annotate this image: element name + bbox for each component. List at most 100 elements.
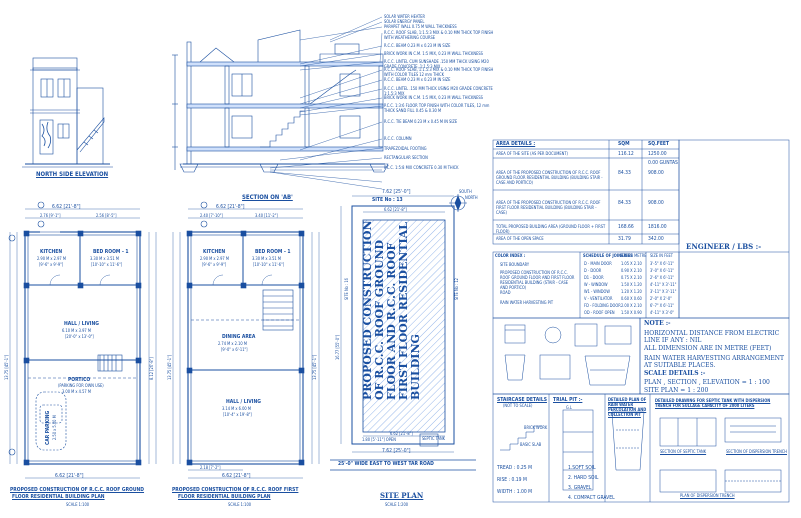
dim-top-first-2: 3.40 [11'-2"] <box>255 213 278 218</box>
area-row-sqm: 84.33 <box>618 170 631 176</box>
joinery-row-feet: 4'-11" X 3'-0" <box>650 310 675 315</box>
first-plan-scale: SCALE 1:100 <box>228 502 252 507</box>
dim-top-first-1: 2.40 [7'-10"] <box>200 213 223 218</box>
car-parking-size: 2.50 x 5.00 M <box>52 415 57 440</box>
site-side-label2: SITE No : 12 <box>454 278 459 300</box>
area-row-sqft: 908.00 <box>648 170 664 176</box>
area-row-sqft: 1816.00 <box>648 224 667 230</box>
dim-side-first: 13.75 [45'-1"] <box>167 354 172 380</box>
site-dim-top: 7.62 [25'-0"] <box>382 189 411 195</box>
joinery-row-feet: 2'-0" X 2'-0" <box>650 296 672 301</box>
engineer-block <box>678 139 790 319</box>
north-elevation-drawing <box>22 57 113 168</box>
section-ab-drawing <box>172 16 389 190</box>
site-dim-side: 16.77 [55'-0"] <box>335 334 340 360</box>
trial-layer-4: 4. COMPACT GRAVEL <box>568 495 615 501</box>
area-header-label: AREA DETAILS : <box>496 141 536 147</box>
room-kitchen-ft: [9'-6" x 9'-9"] <box>39 262 64 267</box>
ground-plan-scale: SCALE 1:100 <box>66 502 90 507</box>
site-dim-bottom2: 6.62 [21'-8"] <box>390 431 413 436</box>
septic-title: DETAILED DRAWING FOR SEPTIC TANK WITH DI… <box>655 398 771 408</box>
f-room-hall-size: 3.14 M x 6.00 M <box>222 406 251 411</box>
scale-line-1: PLAN , SECTION , ELEVATION = 1 : 100 <box>644 379 770 386</box>
site-side-label: SITE No : 16 <box>344 278 349 300</box>
section-note: P.C.C. 1:5:8 MIX CONCRETE 0.30 M THICK <box>384 165 459 170</box>
section-note: BRICK WORK IN C.M. 1:5 MIX, 0.23 M WALL … <box>384 51 483 56</box>
area-header-sqft: SQ.FEET <box>648 141 670 147</box>
first-plan-title-1: PROPOSED CONSTRUCTION OF R.C.C. ROOF FIR… <box>172 487 299 493</box>
joinery-row-type: W1 - WINDOW <box>584 289 610 294</box>
area-row-sqm: 84.33 <box>618 200 631 206</box>
f-room-dining-size: 2.74 M x 2.10 M <box>218 341 247 346</box>
car-parking-label: CAR PARKING <box>45 410 51 445</box>
area-row-label: AREA OF THE PROPOSED CONSTRUCTION OF R.C… <box>496 170 603 185</box>
area-header-sqm: SQM <box>618 141 630 147</box>
joinery-row-feet: 3'-0" X 6'-11" <box>650 268 675 273</box>
section-note: BRICK WORK IN C.M. 1:5 MIX, 0.23 M WALL … <box>384 95 483 100</box>
dim-bottom-ground: 6.62 [21'-8"] <box>55 473 84 479</box>
site-plan-scale: SCALE 1:200 <box>385 502 409 507</box>
section-note: R.C.C. ROOF SLAB, 1:1.5:3 MIX & 0.10 MM … <box>384 30 494 40</box>
joinery-row-metre: 0.90 X 2.10 <box>621 268 642 273</box>
site-plan-title: SITE PLAN <box>380 491 424 500</box>
room-hall-ft: [20'-0" x 13'-0"] <box>65 334 94 339</box>
room-bed1-size: 3.30 M x 3.51 M <box>90 256 119 261</box>
f-room-kitchen-ft: [9'-6" x 9'-9"] <box>202 262 227 267</box>
stair-width: WIDTH : 1.00 M <box>497 489 533 495</box>
dim-bottom-first-2: 6.62 [21'-8"] <box>222 473 251 479</box>
dim-top-ground-2: 2.56 [8'-5"] <box>96 213 117 218</box>
joinery-row-feet: 4'-11" X 3'-11" <box>650 282 677 287</box>
trial-pit-gl: G.L <box>566 405 572 410</box>
joinery-row-metre: 0.60 X 0.60 <box>621 296 642 301</box>
joinery-title: SCHEDULE OF JOINERIES <box>583 253 633 258</box>
room-kitchen-size: 2.90 M x 2.97 M <box>37 256 66 261</box>
section-note: R.C.C. LINTEL CUM SUNSHADE .150 MM THICK… <box>384 59 489 69</box>
ground-floor-plan-drawing <box>8 201 157 479</box>
road-label: 25'-0" WIDE EAST TO WEST TAR ROAD <box>338 461 434 467</box>
north-elevation-title: NORTH SIDE ELEVATION <box>36 171 109 178</box>
staircase-title: STAIRCASE DETAILS <box>497 397 547 403</box>
color-index-item: PROPOSED CONSTRUCTION OF R.C.C. ROOF GRO… <box>500 270 575 290</box>
compass-north: NORTH <box>465 195 478 200</box>
staircase-slab: BASIC SLAB <box>520 442 542 447</box>
joinery-row-type: FD - FOLDING DOOR <box>584 303 621 308</box>
section-note: R.C.C. TIE BEAM 0.23 M x 0.45 M IN SIZE <box>384 119 458 124</box>
section-note: R.C.C. BEAM 0.23 M x 0.23 M IN SIZE <box>384 77 451 82</box>
room-hall-size: 6.10 M x 3.97 M <box>62 328 91 333</box>
note-line-1: HORIZONTAL DISTANCE FROM ELECTRIC LINE I… <box>644 330 780 344</box>
joinery-row-type: D1 - DOOR <box>584 275 604 280</box>
trial-layer-3: 3. GRAVEL <box>568 485 592 491</box>
color-index-title: COLOR INDEX : <box>495 253 526 258</box>
stair-tread: TREAD : 0.25 M <box>497 465 532 471</box>
note-line-3: RAIN WATER HARVESTING ARRANGEMENT AT SUI… <box>644 355 784 369</box>
joinery-row-type: D - MAIN DOOR <box>584 261 612 266</box>
f-room-hall-ft: [10'-4" x 19'-8"] <box>223 412 252 417</box>
joinery-row-type: W - WINDOW <box>584 282 608 287</box>
sec-septic-label: SECTION OF SEPTIC TANK <box>660 449 707 454</box>
joinery-row-metre: 1.50 X 1.20 <box>621 282 642 287</box>
joinery-row-type: D - DOOR <box>584 268 602 273</box>
f-room-bed1-size: 3.30 M x 3.51 M <box>252 256 281 261</box>
joinery-row-metre: 1.05 X 2.10 <box>621 261 642 266</box>
color-index-item: SITE BOUNDARY <box>500 262 530 267</box>
area-row-sqft: 0.00 GUNTAS <box>648 160 678 166</box>
first-plan-title-2: FLOOR RESIDENTIAL BUILDING PLAN <box>178 494 271 500</box>
joinery-row-metre: 1.20 X 1.20 <box>621 289 642 294</box>
f-room-dining-name: DINING AREA <box>222 334 256 340</box>
section-note: RECTANGULAR SECTION <box>384 155 428 160</box>
joinery-row-metre: 1.50 X 0.90 <box>621 310 642 315</box>
room-bed1-ft: [10'-10" x 11'-6"] <box>91 262 123 267</box>
f-room-bed1-ft: [10'-10" x 11'-6"] <box>253 262 285 267</box>
dim-side-ground: 13.75 [45'-1"] <box>4 354 9 380</box>
room-kitchen-name: KITCHEN <box>40 249 63 255</box>
section-note: TRAPEZOIDAL FOOTING <box>384 146 427 151</box>
area-row-sqft: 908.00 <box>648 200 664 206</box>
joinery-row-feet: 3'-11" X 3'-11" <box>650 289 677 294</box>
joinery-row-metre: 2.00 X 2.10 <box>621 303 642 308</box>
area-row-label: AREA OF THE OPEN SPACE <box>496 236 544 241</box>
room-bed1-name: BED ROOM - 1 <box>93 249 129 255</box>
bottom-detail-frame <box>492 393 790 503</box>
color-index-item: RAIN WATER HARVESTING PIT <box>500 300 554 305</box>
section-note: PARAPET WALL 0.75 M WALL THICKNESS <box>384 24 457 29</box>
first-floor-plan-drawing <box>172 201 320 479</box>
